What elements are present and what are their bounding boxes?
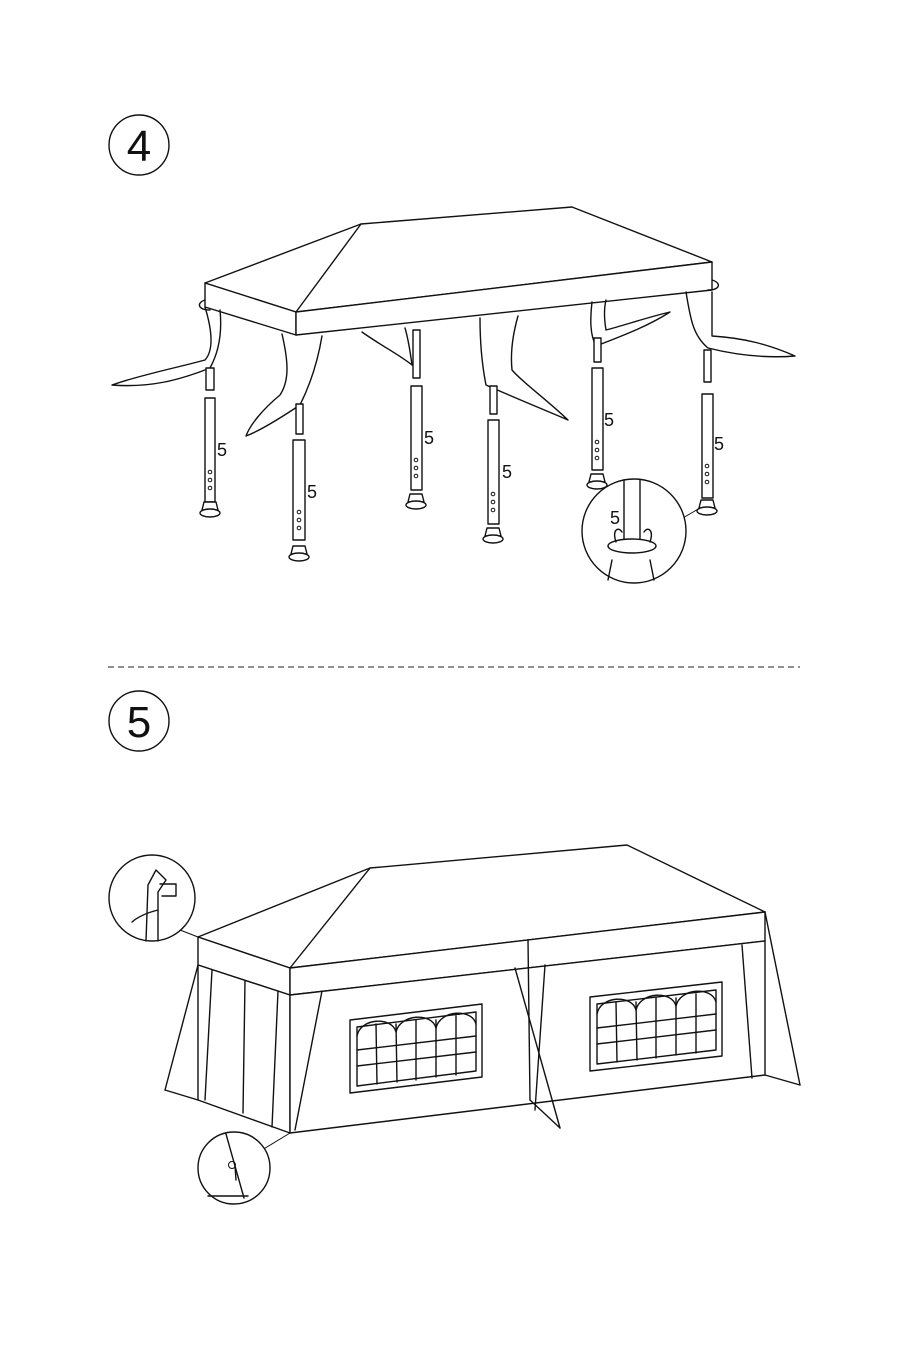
- leg-3: 5: [362, 328, 434, 509]
- part-label-leg-6: 5: [714, 434, 724, 454]
- part-label-leg-3: 5: [424, 428, 434, 448]
- foot-stake-detail: 5: [582, 479, 700, 583]
- part-label-leg-2: 5: [307, 482, 317, 502]
- step-5-number: 5: [127, 698, 151, 747]
- window-left: [350, 1004, 482, 1093]
- leg-2: 5: [246, 334, 322, 561]
- part-label-leg-4: 5: [502, 462, 512, 482]
- legs-step-4: 5 5 5 5: [112, 292, 795, 561]
- leg-5: 5: [587, 300, 670, 489]
- canopy-step-4: [199, 207, 718, 335]
- leg-6: 5: [686, 292, 795, 515]
- leg-1: 5: [112, 307, 227, 517]
- step-5-badge: 5: [109, 691, 169, 751]
- corner-velcro-detail: [109, 855, 198, 941]
- leg-4: 5: [480, 316, 568, 543]
- ground-stake-detail: [198, 1132, 290, 1204]
- part-label-leg-1: 5: [217, 440, 227, 460]
- step-4-badge: 4: [109, 115, 169, 175]
- step-4-number: 4: [127, 122, 151, 171]
- canopy-with-walls: [165, 845, 800, 1133]
- window-right: [590, 982, 722, 1071]
- part-label-detail: 5: [610, 508, 620, 528]
- part-label-leg-5: 5: [604, 410, 614, 430]
